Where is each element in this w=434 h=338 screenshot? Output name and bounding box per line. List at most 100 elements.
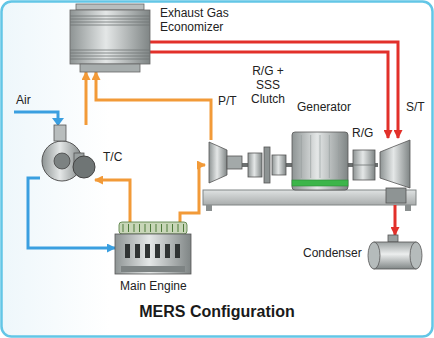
component-illustration <box>353 150 375 180</box>
economizer-fin <box>70 25 150 26</box>
plate-leg <box>206 205 212 211</box>
scavenge-air-pipe <box>28 178 115 248</box>
manifold-fin <box>145 224 146 232</box>
economizer-fin <box>70 22 150 23</box>
exhaust-steam-pipe <box>394 205 397 235</box>
manifold-fin <box>183 224 184 232</box>
compressor-eye <box>54 153 70 169</box>
component-illustration <box>292 132 348 190</box>
condenser-end <box>368 242 380 269</box>
condenser-end <box>410 242 422 269</box>
engine-port <box>175 244 180 258</box>
exhaust-pipe <box>95 180 130 222</box>
component-illustration <box>205 140 242 185</box>
economizer-cap <box>76 4 144 10</box>
turbocharger-unit: T/C <box>40 125 95 190</box>
turbine-casing <box>73 156 95 178</box>
power-turbine-body <box>209 142 227 183</box>
component-label: R/G + SSS Clutch <box>245 64 291 106</box>
component-label: R/G <box>352 126 373 140</box>
base-plate <box>203 190 416 205</box>
drive-shaft <box>286 163 292 167</box>
engine-port <box>165 244 170 258</box>
component-illustration <box>70 4 150 72</box>
steam-pipe <box>150 52 388 138</box>
component-illustration <box>378 138 412 205</box>
economizer-fin <box>70 59 150 60</box>
manifold-fin <box>150 224 151 232</box>
component-label: T/C <box>103 150 122 164</box>
generator-rib <box>329 135 330 178</box>
economizer-base <box>80 64 140 72</box>
economizer-fin <box>70 19 150 20</box>
manifold-fin <box>134 224 135 232</box>
economizer-fin <box>70 53 150 54</box>
tc-inlet <box>54 125 66 141</box>
reduction-gear <box>353 150 375 180</box>
engine-port <box>125 244 130 258</box>
economizer-body <box>70 10 150 64</box>
generator-rib <box>310 135 311 178</box>
manifold-fin <box>139 224 140 232</box>
engine-block <box>115 234 191 274</box>
generator-rib <box>338 135 339 178</box>
main-engine-unit: Main Engine <box>115 222 191 274</box>
drive-shaft <box>348 163 353 167</box>
clutch-housing <box>272 155 286 175</box>
steam-turbine-body <box>380 140 410 188</box>
generator-unit: Generator <box>292 132 348 190</box>
component-illustration <box>368 235 422 269</box>
reduction-gear <box>248 153 262 177</box>
exhaust-pipe <box>96 72 211 140</box>
steam-turbine-unit: S/T <box>378 138 412 205</box>
economizer-fin <box>70 50 150 51</box>
reduction-gear-unit: R/G <box>353 150 375 180</box>
plate-leg <box>405 205 411 211</box>
economizer-fin <box>70 16 150 17</box>
component-illustration <box>40 125 95 190</box>
gear-clutch-unit: R/G + SSS Clutch <box>248 147 286 183</box>
economizer-unit: Exhaust Gas Economizer <box>70 4 150 72</box>
manifold-fin <box>123 224 124 232</box>
manifold-fin <box>172 224 173 232</box>
air-pipe <box>14 112 58 124</box>
generator-body <box>292 132 348 190</box>
drive-shaft <box>375 163 378 167</box>
drive-shaft <box>242 163 248 167</box>
stream-label: Air <box>16 93 31 107</box>
engine-port <box>135 244 140 258</box>
engine-manifold <box>119 222 187 234</box>
condenser-nozzle <box>388 235 398 242</box>
clutch-disc <box>264 147 270 183</box>
generator-band <box>292 180 348 186</box>
engine-port <box>145 244 150 258</box>
manifold-fin <box>156 224 157 232</box>
turbine-pedestal <box>386 188 406 203</box>
component-illustration <box>248 147 286 183</box>
power-turbine-hub <box>227 156 242 169</box>
engine-port <box>155 244 160 258</box>
gear-split <box>353 165 375 166</box>
engine-bed <box>121 266 185 272</box>
exhaust-pipe <box>180 165 205 222</box>
diagram-title: MERS Configuration <box>0 303 434 321</box>
steam-pipe <box>150 42 398 138</box>
component-label: S/T <box>406 100 425 114</box>
component-label: Main Engine <box>120 279 187 293</box>
manifold-fin <box>161 224 162 232</box>
condenser-unit: Condenser <box>368 235 422 269</box>
manifold-fin <box>167 224 168 232</box>
economizer-fin <box>70 56 150 57</box>
generator-rib <box>301 135 302 178</box>
exhaust-pipe <box>85 72 88 125</box>
component-label: Exhaust Gas Economizer <box>160 6 242 34</box>
generator-rib <box>320 135 321 178</box>
component-illustration <box>115 222 191 274</box>
component-label: Condenser <box>303 246 362 260</box>
manifold-fin <box>178 224 179 232</box>
component-label: P/T <box>218 94 237 108</box>
component-label: Generator <box>297 100 351 114</box>
manifold-fin <box>128 224 129 232</box>
power-turbine-unit: P/T <box>205 140 242 185</box>
